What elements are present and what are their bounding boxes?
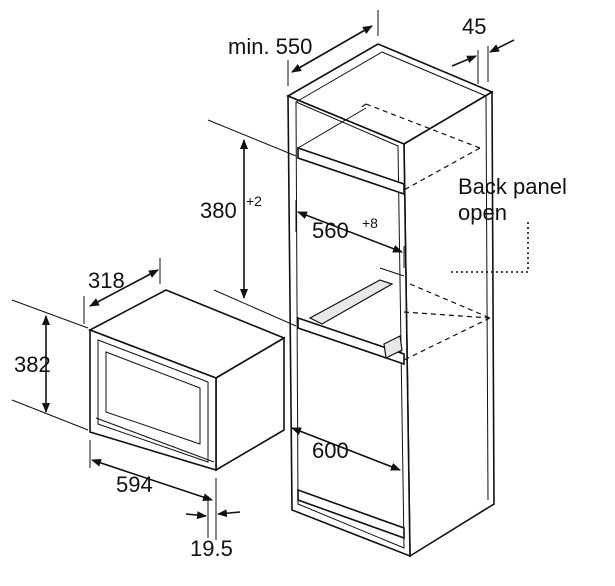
back-panel-leader (448, 222, 529, 273)
label-back-gap: 45 (462, 14, 486, 39)
label-back-panel-line1: Back panel (458, 174, 567, 199)
appliance (88, 289, 286, 472)
dim-appliance-height (11, 299, 89, 431)
label-shelf-depth: 600 (312, 438, 349, 463)
dim-front-offset (185, 496, 241, 540)
label-niche-height: 380 (200, 198, 237, 223)
label-back-panel-line2: open (458, 200, 507, 225)
dim-niche-width (295, 200, 405, 268)
dim-cabinet-depth (287, 10, 379, 86)
dim-niche-height (207, 119, 297, 327)
label-cabinet-depth: min. 550 (228, 34, 312, 59)
label-niche-height-tolerance: +2 (246, 193, 262, 209)
dim-back-gap (451, 39, 515, 84)
tall-cabinet (286, 43, 495, 558)
upper-shelf (297, 103, 481, 196)
middle-shelf (297, 267, 491, 366)
dim-shelf-depth (291, 427, 401, 471)
label-front-offset: 19.5 (190, 536, 233, 561)
label-appliance-width: 594 (116, 472, 153, 497)
label-appliance-height: 382 (14, 352, 51, 377)
label-niche-width-tolerance: +8 (362, 215, 378, 231)
label-appliance-depth: 318 (88, 268, 125, 293)
dim-appliance-depth (83, 258, 161, 324)
bottom-shelf (297, 488, 405, 540)
label-niche-width: 560 (312, 218, 349, 243)
